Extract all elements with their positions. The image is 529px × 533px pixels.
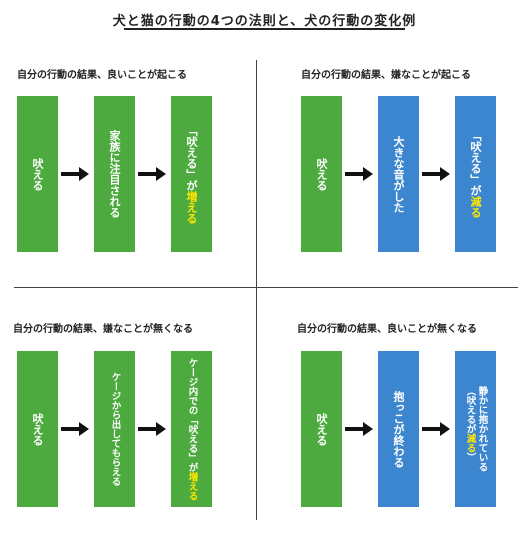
- q4-result-label: 静かに抱かれている（吠えるが減る）: [464, 386, 488, 472]
- q3-arrow-1: [61, 422, 89, 436]
- q2-arrow-1: [345, 167, 373, 181]
- q1-behavior-label: 吠える: [31, 157, 44, 191]
- q1-result-highlight: 増える: [185, 190, 198, 224]
- q4-consequence-label: 抱っこが終わる: [392, 390, 405, 468]
- q3-consequence-label: ケージから出してもらえる: [109, 372, 121, 486]
- q1-consequence-box: 家族に注目される: [94, 96, 135, 252]
- q1-arrow-1: [61, 167, 89, 181]
- q1-behavior-box: 吠える: [17, 96, 58, 252]
- q2-behavior-label: 吠える: [315, 157, 328, 191]
- q4-result-box: 静かに抱かれている（吠えるが減る）: [455, 351, 496, 507]
- horizontal-divider: [14, 287, 518, 288]
- q3-result-box: ケージ内での「吠える」が増える: [171, 351, 212, 507]
- q2-behavior-box: 吠える: [301, 96, 342, 252]
- q3-result-highlight: 増える: [186, 471, 198, 501]
- q2-consequence-box: 大きな音がした: [378, 96, 419, 252]
- q4-consequence-box: 抱っこが終わる: [378, 351, 419, 507]
- q2-result-text: 「吠える」が: [469, 130, 482, 196]
- q1-result-text: 「吠える」が: [185, 124, 198, 191]
- q3-behavior-box: 吠える: [17, 351, 58, 507]
- quadrant-2-heading: 自分の行動の結果、嫌なことが起こる: [301, 70, 471, 81]
- q4-result-close: ）: [464, 452, 476, 463]
- q4-behavior-label: 吠える: [315, 412, 328, 446]
- q1-arrow-2: [138, 167, 166, 181]
- quadrant-1-heading: 自分の行動の結果、良いことが起こる: [17, 70, 187, 81]
- q3-result-text: ケージ内での「吠える」が: [186, 357, 198, 472]
- title-underline: [124, 28, 405, 30]
- q3-result-label: ケージ内での「吠える」が増える: [186, 358, 198, 501]
- quadrant-4-heading: 自分の行動の結果、良いことが無くなる: [297, 324, 477, 335]
- q1-result-label: 「吠える」が増える: [185, 125, 198, 224]
- q3-arrow-2: [138, 422, 166, 436]
- diagram-title: 犬と猫の行動の4つの法則と、犬の行動の変化例: [112, 14, 417, 29]
- q2-result-box: 「吠える」が減る: [455, 96, 496, 252]
- q4-arrow-1: [345, 422, 373, 436]
- q2-arrow-2: [422, 167, 450, 181]
- q4-arrow-2: [422, 422, 450, 436]
- q2-result-label: 「吠える」が減る: [469, 130, 482, 218]
- q3-behavior-label: 吠える: [31, 412, 44, 446]
- q4-result-text: （吠えるが: [464, 386, 476, 434]
- q1-consequence-label: 家族に注目される: [108, 130, 121, 218]
- q3-consequence-box: ケージから出してもらえる: [94, 351, 135, 507]
- q4-result-line1: 静かに抱かれている: [476, 386, 488, 472]
- vertical-divider: [256, 60, 257, 520]
- q4-result-highlight: 減る: [464, 433, 476, 453]
- q1-result-box: 「吠える」が増える: [171, 96, 212, 252]
- q4-behavior-box: 吠える: [301, 351, 342, 507]
- q2-consequence-label: 大きな音がした: [392, 135, 405, 213]
- quadrant-3-heading: 自分の行動の結果、嫌なことが無くなる: [13, 324, 193, 335]
- q2-result-highlight: 減る: [469, 196, 482, 218]
